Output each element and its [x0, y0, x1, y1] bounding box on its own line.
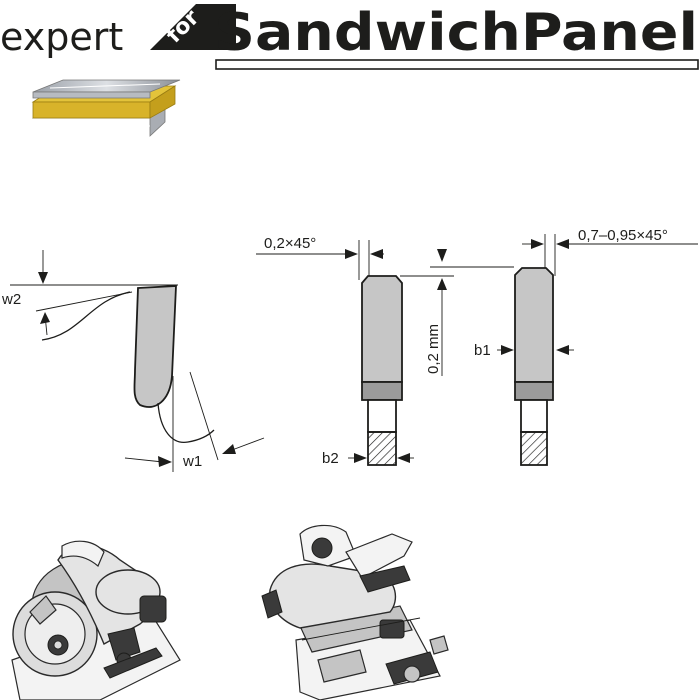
b2-label: b2: [322, 450, 339, 467]
mid-chamfer-arrow-right: [370, 249, 383, 259]
w1-arrow-left: [158, 456, 172, 467]
right-chamfer-arrow-left: [531, 239, 544, 249]
w2-ref-bottom: [35, 291, 133, 312]
tooth-middle-band: [361, 381, 403, 401]
tooth-right-hatch: [520, 431, 548, 466]
circular-saw-icon: [11, 540, 181, 700]
blade-back-curve: [157, 402, 215, 443]
tooth-body: [133, 285, 177, 408]
mid-chamfer-arrow-left: [345, 249, 358, 259]
w1-arrow-stem-left: [124, 457, 164, 463]
tooth-middle-hatch: [367, 431, 397, 466]
brand-underline-bar: [215, 59, 699, 70]
tooth-middle-tip: [361, 275, 403, 383]
w2-arrow-bottom: [40, 312, 50, 324]
tooth-right-shank: [520, 399, 548, 433]
brand-product-name: SandwichPanel: [214, 3, 698, 63]
tooth-right-band: [514, 381, 554, 401]
w2-label: w2: [1, 291, 21, 308]
tooth-right: 0,7–0,95×45° b1: [474, 227, 698, 466]
height-arrow-top: [437, 249, 447, 262]
w2-arrow-top: [38, 272, 48, 284]
plunge-saw-icon: [261, 524, 449, 700]
w1-arrow-right: [222, 444, 236, 454]
b1-arrow-right: [556, 345, 569, 355]
right-chamfer-label: 0,7–0,95×45°: [578, 227, 668, 244]
brand-header: expert for SandwichPanel: [0, 3, 699, 70]
b2-arrow-left: [354, 453, 367, 463]
tooth-right-tip: [514, 267, 554, 383]
height-arrow-bottom: [437, 278, 447, 290]
brand-badge-shape: [150, 4, 236, 50]
blade-side-profile: w2 w1: [1, 250, 265, 472]
tooth-middle-shank: [367, 399, 397, 433]
sandwich-panel-icon: [31, 79, 181, 137]
b1-arrow-left: [501, 345, 514, 355]
b1-label: b1: [474, 342, 491, 359]
w1-label: w1: [182, 453, 202, 470]
right-chamfer-arrow-right: [556, 239, 569, 249]
tooth-middle: 0,2×45° 0,2 mm b2: [256, 235, 514, 467]
brand-prefix: expert: [0, 15, 123, 59]
b2-arrow-right: [397, 453, 410, 463]
w1-arrow-stem-right: [231, 437, 265, 451]
height-label: 0,2 mm: [425, 324, 442, 374]
tooth-gullet-curve: [41, 291, 131, 341]
mid-chamfer-label: 0,2×45°: [264, 235, 316, 252]
w1-ref-right: [189, 371, 219, 461]
